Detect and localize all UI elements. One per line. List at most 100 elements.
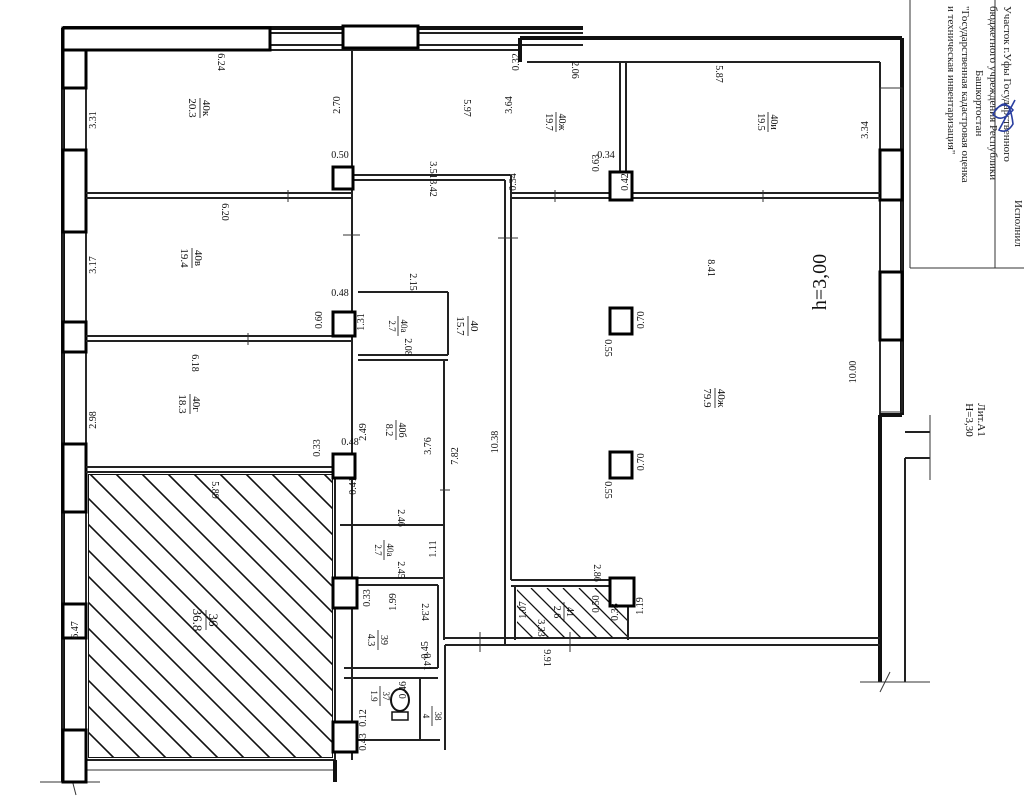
hatch-line — [578, 588, 627, 637]
columns — [331, 165, 636, 754]
room-number: 40а — [399, 320, 409, 333]
room-number: 39 — [378, 635, 389, 645]
dimension-label: 2.98 — [88, 411, 99, 429]
hatch-line — [546, 588, 598, 638]
dimension-label: 6.20 — [219, 203, 230, 221]
hatch-line — [517, 589, 566, 638]
dimension-label: 0.50 — [591, 595, 602, 613]
hatch-line — [88, 652, 193, 758]
dimension-label: 0.46 — [398, 681, 409, 699]
dimension-label: 2.45 — [395, 561, 406, 579]
litera-height-note: H=3,30 — [963, 403, 975, 437]
dimension-label: 0.48 — [341, 437, 359, 448]
dimension-label: 0.63 — [591, 154, 602, 172]
room-area: 19.7 — [543, 113, 554, 131]
room-number: 40б — [396, 422, 407, 437]
room-area: 20.3 — [186, 98, 198, 118]
stamp-block: Участок г.Уфы Государственного бюджетног… — [909, 0, 1024, 269]
stamp-line-2: бюджетного учреждения Республики — [987, 6, 999, 180]
hatch-line — [88, 600, 245, 758]
dimension-label: 0.60 — [314, 311, 325, 329]
dimension-label: 3.64 — [504, 96, 515, 114]
dimension-label: 1.11 — [428, 540, 439, 557]
litera-note: Лит.А1 — [975, 403, 987, 437]
hatch-line — [88, 574, 271, 758]
stamp-line-4: "Государственная кадастровая оценка — [959, 6, 971, 183]
dimension-label: 8.41 — [705, 259, 716, 277]
room-area: 2.6 — [551, 606, 562, 619]
dimension-label: 7.82 — [450, 447, 461, 465]
hatch-line — [88, 522, 323, 758]
dimension-label: 0.33 — [312, 439, 323, 457]
room-area: 79.9 — [701, 388, 713, 408]
room-number: 38 — [433, 712, 443, 722]
dimension-label: 1.07 — [518, 601, 529, 619]
dimension-label: 3.33 — [535, 619, 546, 637]
room-area: 4.3 — [365, 634, 376, 647]
dimension-label: 0.33 — [610, 603, 621, 621]
dimension-label: 5.87 — [713, 65, 724, 83]
dimension-label: 2.08 — [402, 338, 413, 356]
room-area: 4 — [421, 714, 431, 719]
dimension-label: 3.17 — [88, 256, 99, 274]
hatch-line — [517, 605, 550, 638]
dimension-label: 3.34 — [860, 121, 871, 139]
wall-piers — [61, 24, 904, 784]
hatch-line — [167, 474, 333, 641]
room-number: 36 — [206, 614, 221, 628]
room-number: 37 — [381, 692, 391, 702]
room-area: 1.9 — [369, 690, 379, 702]
room-number: 40ж — [715, 389, 727, 408]
dimension-label: 3.51 — [427, 161, 438, 179]
dimension-label: 0.48 — [331, 288, 349, 299]
hatch-line — [88, 548, 297, 758]
dimension-label: 0.50 — [331, 150, 349, 161]
interior-walls — [86, 50, 880, 760]
hatch-line — [88, 678, 167, 758]
room-area: 8.2 — [383, 424, 394, 437]
dimension-label: 0.43 — [358, 733, 369, 751]
dimension-label: 0.42 — [620, 173, 631, 191]
room-area: 19.4 — [178, 248, 190, 268]
dimension-label: 1.19 — [635, 597, 646, 615]
room-number: 40в — [192, 250, 204, 266]
hatch-line — [88, 704, 141, 758]
hatch-line — [89, 474, 333, 719]
dimension-label: 2.34 — [419, 603, 430, 621]
dimension-label: 5.97 — [461, 99, 472, 117]
dimension-label: 3.31 — [88, 111, 99, 129]
signature — [992, 99, 1016, 132]
dimension-label: 2.49 — [358, 423, 369, 441]
dimension-label: 2.06 — [569, 61, 580, 79]
room-number: 40 — [468, 321, 480, 333]
dimension-label: 0.70 — [636, 453, 647, 471]
dimension-label: 0.55 — [602, 339, 613, 357]
stamp-line-3: Башкортостан — [973, 70, 985, 136]
room-label-41: 412.6 — [551, 602, 575, 622]
room-area: 15.7 — [454, 316, 466, 336]
dimension-label: 0.45 — [420, 641, 431, 659]
dimension-label: 6.18 — [189, 354, 200, 372]
dimension-label: 5.89 — [209, 481, 220, 499]
hatched-room-36 — [88, 474, 333, 758]
hatch-line — [530, 588, 582, 638]
room-area: 2.7 — [387, 320, 397, 332]
dimension-label: 2.86 — [591, 564, 602, 582]
notes: h=3,00 Лит.А1 H=3,30 — [809, 254, 987, 437]
hatch-line — [193, 474, 333, 615]
dimension-label: 2.46 — [395, 509, 406, 527]
room-number: 40г — [190, 396, 202, 412]
hatch-line — [594, 588, 627, 621]
dimension-label: 0.34 — [597, 150, 615, 161]
dimension-label: 10.38 — [490, 431, 501, 454]
